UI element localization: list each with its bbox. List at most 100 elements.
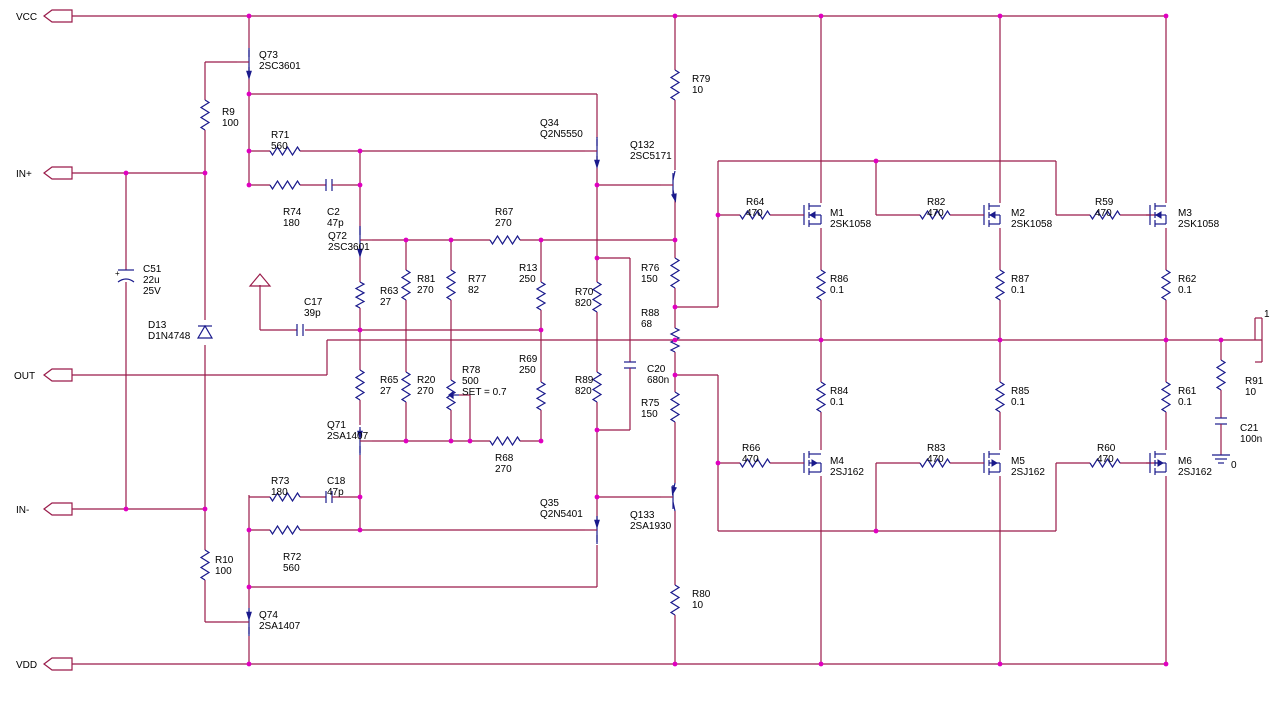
part-value-r86: 0.1 (830, 285, 844, 296)
part-value-d13: D1N4748 (148, 331, 191, 342)
part-ref-r68: R68 (495, 453, 514, 464)
part-value-c21: 100n (1240, 434, 1262, 445)
part-ref-r10: R10 (215, 555, 234, 566)
part-ref-r84: R84 (830, 386, 849, 397)
part-ref-q72: Q72 (328, 231, 347, 242)
part-ref-r70: R70 (575, 287, 594, 298)
part-value-r60: 470 (1097, 454, 1114, 465)
part-value-r10: 100 (215, 566, 232, 577)
part-value-r81: 270 (417, 285, 434, 296)
part-ref-r78: R78 (462, 365, 481, 376)
part-value-r20: 270 (417, 386, 434, 397)
part-value-r80: 10 (692, 600, 704, 611)
part-ref-r67: R67 (495, 207, 514, 218)
part-value-r78: 500 (462, 376, 479, 387)
part-value-m3: 2SK1058 (1178, 219, 1220, 230)
part-ref-q71: Q71 (327, 420, 346, 431)
part-ref-r59: R59 (1095, 197, 1114, 208)
part-ref-r64: R64 (746, 197, 765, 208)
part-value-r67: 270 (495, 218, 512, 229)
part-ref-r65: R65 (380, 375, 399, 386)
part-value-r62: 0.1 (1178, 285, 1192, 296)
part-value2-c51: 25V (143, 286, 161, 297)
part-value-r88: 68 (641, 319, 653, 330)
part-ref-r91: R91 (1245, 376, 1264, 387)
part-value-c20: 680n (647, 375, 669, 386)
part-value-r89: 820 (575, 386, 592, 397)
part-value-r68: 270 (495, 464, 512, 475)
part-ref-r87: R87 (1011, 274, 1030, 285)
part-value-r82: 470 (927, 208, 944, 219)
port-out-label: OUT (14, 371, 35, 382)
part-value-q74: 2SA1407 (259, 621, 301, 632)
part-ref-r82: R82 (927, 197, 946, 208)
part-ref-q73: Q73 (259, 50, 278, 61)
part-value-r83: 470 (927, 454, 944, 465)
part-value-r72: 560 (283, 563, 300, 574)
part-ref-r80: R80 (692, 589, 711, 600)
part-ref-d13: D13 (148, 320, 167, 331)
part-value-m2: 2SK1058 (1011, 219, 1053, 230)
part-ref-q74: Q74 (259, 610, 278, 621)
part-ref-m5: M5 (1011, 456, 1025, 467)
components: + (115, 48, 1230, 636)
port-vdd-label: VDD (16, 660, 37, 671)
part-value-c18: 47p (327, 487, 344, 498)
wires (72, 15, 1263, 665)
part-ref-r81: R81 (417, 274, 436, 285)
port-inp-label: IN+ (16, 169, 32, 180)
part-ref-m1: M1 (830, 208, 844, 219)
part-value-r64: 470 (746, 208, 763, 219)
part-ref-r85: R85 (1011, 386, 1030, 397)
part-ref-m4: M4 (830, 456, 844, 467)
part-value-q73: 2SC3601 (259, 61, 301, 72)
junctions (123, 13, 1224, 667)
part-value2-r78: SET = 0.7 (462, 387, 507, 398)
part-labels: Q732SC3601R9100R71560R74180C247pQ722SC36… (143, 50, 1264, 632)
part-ref-q132: Q132 (630, 140, 655, 151)
part-value-r65: 27 (380, 386, 392, 397)
part-ref-r61: R61 (1178, 386, 1197, 397)
part-value-q132: 2SC5171 (630, 151, 672, 162)
part-ref-r86: R86 (830, 274, 849, 285)
part-ref-r72: R72 (283, 552, 302, 563)
part-value-r77: 82 (468, 285, 480, 296)
part-ref-r73: R73 (271, 476, 290, 487)
part-ref-r83: R83 (927, 443, 946, 454)
part-value-q72: 2SC3601 (328, 242, 370, 253)
part-ref-m6: M6 (1178, 456, 1192, 467)
part-ref-r69: R69 (519, 354, 538, 365)
gnd-label: 0 (1231, 460, 1237, 471)
part-ref-q133: Q133 (630, 510, 655, 521)
part-value-q71: 2SA1407 (327, 431, 369, 442)
part-ref-r62: R62 (1178, 274, 1197, 285)
part-ref-r63: R63 (380, 286, 399, 297)
part-value-r74: 180 (283, 218, 300, 229)
part-value-c2: 47p (327, 218, 344, 229)
part-ref-c51: C51 (143, 264, 162, 275)
part-ref-r89: R89 (575, 375, 594, 386)
part-ref-c21: C21 (1240, 423, 1259, 434)
svg-text:+: + (115, 269, 120, 278)
part-ref-r74: R74 (283, 207, 302, 218)
part-value-q35: Q2N5401 (540, 509, 583, 520)
part-value-r59: 470 (1095, 208, 1112, 219)
part-value-m4: 2SJ162 (830, 467, 864, 478)
part-value-r91: 10 (1245, 387, 1257, 398)
part-value-r85: 0.1 (1011, 397, 1025, 408)
part-value-c51: 22u (143, 275, 160, 286)
part-ref-r66: R66 (742, 443, 761, 454)
part-value-r84: 0.1 (830, 397, 844, 408)
part-value-r61: 0.1 (1178, 397, 1192, 408)
part-value-r70: 820 (575, 298, 592, 309)
part-ref-r71: R71 (271, 130, 290, 141)
part-ref-c20: C20 (647, 364, 666, 375)
ports: VCC IN+ OUT IN- VDD 0 1 (14, 9, 1270, 671)
part-value-r69: 250 (519, 365, 536, 376)
part-ref-r9: R9 (222, 107, 235, 118)
part-ref-r79: R79 (692, 74, 711, 85)
part-value-r75: 150 (641, 409, 658, 420)
part-ref-m2: M2 (1011, 208, 1025, 219)
part-ref-r75: R75 (641, 398, 660, 409)
